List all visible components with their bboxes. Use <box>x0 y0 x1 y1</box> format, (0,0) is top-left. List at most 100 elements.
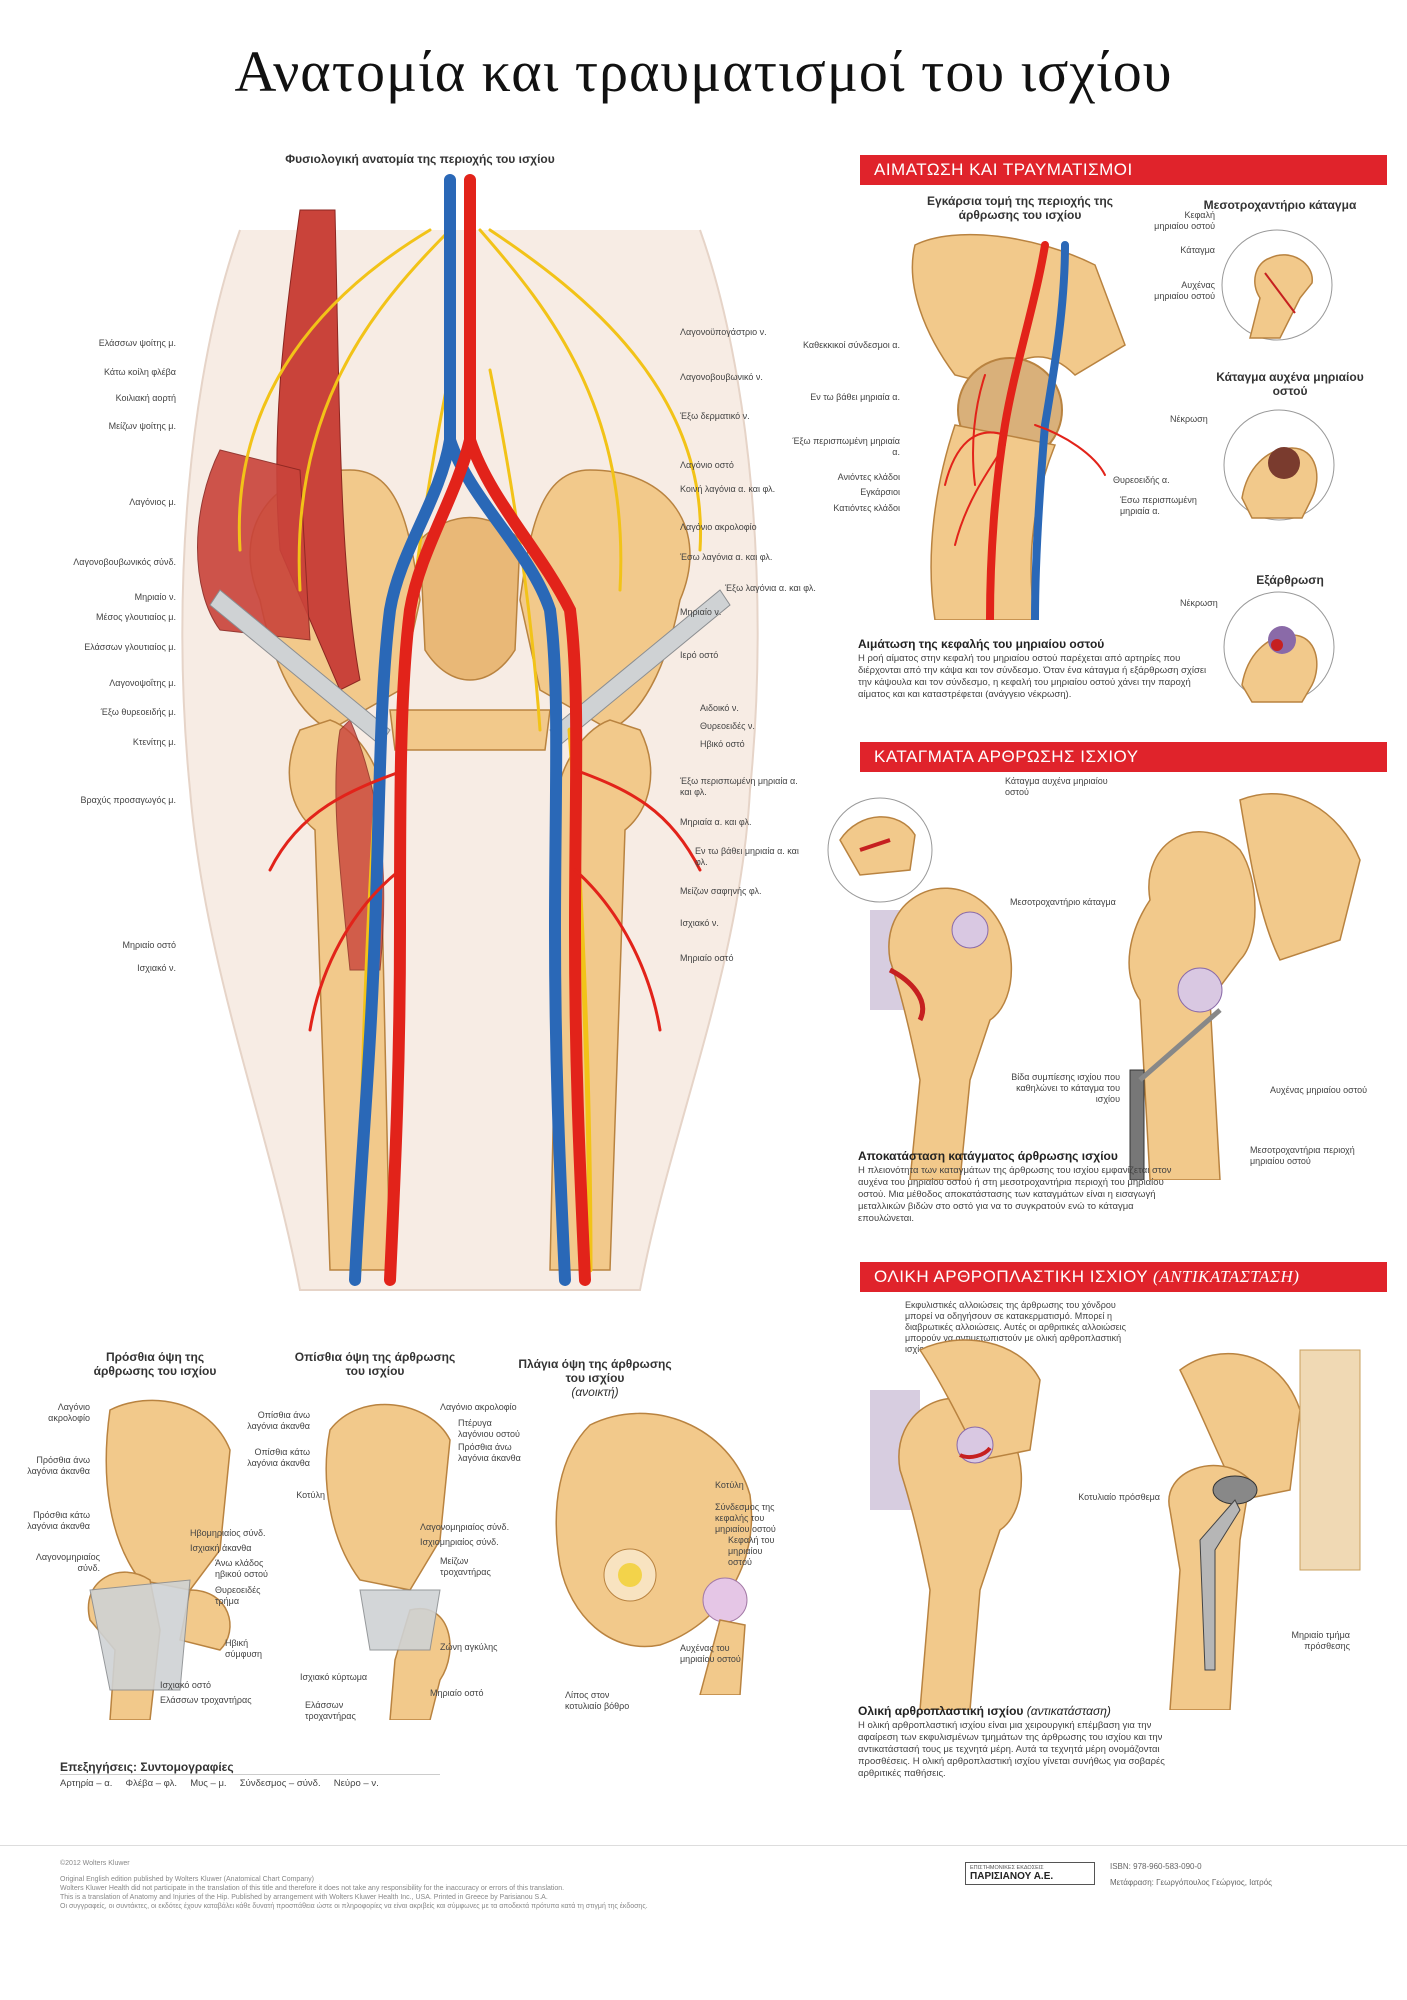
arthroplasty-illustration <box>870 1339 1361 1710</box>
side-label-1: Κοτύλη <box>715 1480 744 1490</box>
fracture-paragraph-title: Αποκατάσταση κατάγματος άρθρωσης ισχίου <box>858 1149 1118 1163</box>
footer-divider <box>0 1845 1407 1846</box>
cross-label-left-5: Εγκάρσιοι <box>860 487 900 497</box>
abbrev-text: Αρτηρία – α. Φλέβα – φλ. Μυς – μ. Σύνδεσ… <box>60 1778 379 1789</box>
main-label-left-4: Μείζων ψοίτης μ. <box>108 421 176 431</box>
main-label-left-10: Λαγονοψοΐτης μ. <box>109 678 176 688</box>
blood-paragraph-title: Αιμάτωση της κεφαλής του μηριαίου οστού <box>858 637 1105 651</box>
publisher-name: ΠΑΡΙΣΙΑΝΟΥ Α.Ε. <box>970 1871 1054 1882</box>
main-label-right-14: Έξω περισπωμένη μηριαία α. και φλ. <box>680 776 798 797</box>
translator: Μετάφραση: Γεωργόπουλος Γεώργιος, Ιατρός <box>1110 1878 1272 1887</box>
front-label-8: Θυρεοειδές τρήμα <box>215 1585 261 1606</box>
main-label-right-5: Κοινή λαγόνια α. και φλ. <box>680 484 776 494</box>
fracture-illustration <box>827 793 1361 1180</box>
cross-label-left-2: Εν τω βάθει μηριαία α. <box>810 392 900 402</box>
front-label-1: Λαγόνιο ακρολοφίο <box>48 1402 90 1423</box>
inset3-illustration <box>1223 591 1335 703</box>
cross-section-caption: Εγκάρσια τομή της περιοχής της άρθρωσης … <box>927 194 1113 222</box>
arthroplasty-label-2: Μηριαίο τμήμα πρόσθεσης <box>1291 1630 1350 1651</box>
cross-section-illustration <box>911 233 1126 620</box>
main-label-left-5: Λαγόνιος μ. <box>129 497 176 507</box>
abbrev-title: Επεξηγήσεις: Συντομογραφίες <box>60 1760 440 1775</box>
footer-credit: ©2012 Wolters Kluwer <box>60 1860 130 1867</box>
back-label-10: Ζώνη αγκύλης <box>440 1642 498 1652</box>
main-label-left-9: Ελάσσων γλουτιαίος μ. <box>84 642 176 652</box>
arthroplasty-paragraph-title-italic: (αντικατάσταση) <box>1026 1704 1111 1718</box>
fracture-label-2: Μεσοτροχαντήριο κάταγμα <box>1010 897 1116 907</box>
back-label-5: Πρόσθια άνω λαγόνια άκανθα <box>458 1442 521 1463</box>
fracture-label-1: Κάταγμα αυχένα μηριαίου οστού <box>1005 776 1108 797</box>
back-label-13: Μηριαίο οστό <box>430 1688 484 1698</box>
side-label-5: Λίπος στον κοτυλιαίο βόθρο <box>565 1690 630 1711</box>
inset2-illustration <box>1223 409 1335 521</box>
banner-arthroplasty-italic: (ΑΝΤΙΚΑΤΑΣΤΑΣΗ) <box>1153 1267 1300 1286</box>
inset2-title: Κάταγμα αυχένα μηριαίου οστού <box>1216 370 1364 398</box>
side-view-title: Πλάγια όψη της άρθρωσης του ισχίου (ανοι… <box>510 1357 680 1399</box>
inset1-label-1: Κεφαλή μηριαίου οστού <box>1154 210 1215 231</box>
main-label-right-11: Αιδοικό ν. <box>700 703 739 713</box>
section-banner-fracture: ΚΑΤΑΓΜΑΤΑ ΑΡΘΡΩΣΗΣ ΙΣΧΙΟΥ <box>860 742 1387 772</box>
cross-label-right-2: Έσω περισπωμένη μηριαία α. <box>1120 495 1197 516</box>
side-label-4: Αυχένας του μηριαίου οστού <box>680 1643 741 1664</box>
inset1-title: Μεσοτροχαντήριο κάταγμα <box>1203 198 1357 212</box>
fracture-label-3: Βίδα συμπίεσης ισχίου που καθηλώνει το κ… <box>1011 1072 1120 1104</box>
main-label-right-10: Ιερό οστό <box>680 650 719 660</box>
main-label-left-7: Μηριαίο ν. <box>134 592 176 602</box>
publisher-logo: ΕΠΙΣΤΗΜΟΝΙΚΕΣ ΕΚΔΟΣΕΙΣ ΠΑΡΙΣΙΑΝΟΥ Α.Ε. <box>965 1862 1095 1885</box>
main-label-right-7: Έσω λαγόνια α. και φλ. <box>680 552 773 562</box>
main-figure-caption: Φυσιολογική ανατομία της περιοχής του ισ… <box>285 152 555 166</box>
main-label-right-19: Μηριαίο οστό <box>680 953 734 963</box>
front-view-title: Πρόσθια όψη της άρθρωσης του ισχίου <box>93 1350 217 1378</box>
back-label-12: Ελάσσων τροχαντήρας <box>305 1700 356 1721</box>
front-label-2: Πρόσθια άνω λαγόνια άκανθα <box>27 1455 90 1476</box>
front-label-5: Ηβομηριαίος σύνδ. <box>190 1528 266 1538</box>
page-title: Ανατομία και τραυματισμοί του ισχίου <box>234 39 1173 104</box>
cross-label-left-4: Ανιόντες κλάδοι <box>837 472 900 482</box>
main-anatomy-illustration <box>181 174 759 1291</box>
footer-line-2: Wolters Kluwer Health did not participat… <box>60 1885 565 1892</box>
back-view-illustration <box>325 1403 451 1720</box>
arthroplasty-paragraph-title-main: Ολική αρθροπλαστική ισχίου <box>858 1704 1024 1718</box>
main-label-right-8: Έξω λαγόνια α. και φλ. <box>725 583 816 593</box>
main-label-right-12: Θυρεοειδές ν. <box>700 721 755 731</box>
main-label-left-1: Ελάσσων ψοίτης μ. <box>98 338 176 348</box>
isbn: ISBN: 978-960-583-090-0 <box>1110 1862 1202 1871</box>
footer-line-3: This is a translation of Anatomy and Inj… <box>60 1894 548 1901</box>
back-label-7: Λαγονομηριαίος σύνδ. <box>420 1522 510 1532</box>
cross-label-left-1: Καθεκκικοί σύνδεσμοι α. <box>803 340 900 350</box>
front-label-10: Ισχιακό οστό <box>160 1680 211 1690</box>
main-label-right-13: Ηβικό οστό <box>700 739 745 749</box>
blood-paragraph: Αιμάτωση της κεφαλής του μηριαίου οστού … <box>858 638 1218 701</box>
main-label-right-15: Μηριαία α. και φλ. <box>680 817 752 827</box>
front-label-7: Άνω κλάδος ηβικού οστού <box>215 1558 268 1579</box>
arthroplasty-paragraph-title: Ολική αρθροπλαστική ισχίου (αντικατάστασ… <box>858 1705 1188 1717</box>
inset3-label: Νέκρωση <box>1180 598 1218 608</box>
main-label-right-3: Έξω δερματικό ν. <box>680 411 750 421</box>
cross-label-left-3: Έξω περισπωμένη μηριαία α. <box>792 436 900 457</box>
front-label-11: Ελάσσων τροχαντήρας <box>160 1695 252 1705</box>
side-view-title-italic: (ανοικτή) <box>571 1385 619 1399</box>
main-label-right-16: Εν τω βάθει μηριαία α. και φλ. <box>695 846 799 867</box>
cross-label-left-6: Κατιόντες κλάδοι <box>833 503 900 513</box>
main-label-right-17: Μείζων σαφηνής φλ. <box>680 886 762 896</box>
front-view-illustration <box>87 1399 231 1720</box>
back-label-11: Ισχιακό κύρτωμα <box>300 1672 368 1682</box>
cross-label-right-1: Θυρεοειδής α. <box>1113 475 1170 485</box>
main-label-right-1: Λαγονοϋπογάστριο ν. <box>680 327 767 337</box>
back-label-1: Λαγόνιο ακρολοφίο <box>440 1402 517 1412</box>
inset2-label: Νέκρωση <box>1170 414 1208 424</box>
fracture-paragraph: Αποκατάσταση κατάγματος άρθρωσης ισχίου … <box>858 1150 1188 1225</box>
arthroplasty-paragraph-text: Η ολική αρθροπλαστική ισχίου είναι μια χ… <box>858 1720 1165 1779</box>
side-label-2: Σύνδεσμος της κεφαλής του μηριαίου οστού <box>715 1502 776 1534</box>
inset3-title: Εξάρθρωση <box>1256 573 1324 587</box>
front-label-9: Ηβική σύμφυση <box>225 1638 262 1659</box>
back-view-title: Οπίσθια όψη της άρθρωσης του ισχίου <box>294 1350 456 1378</box>
main-label-right-2: Λαγονοβουβωνικό ν. <box>680 372 763 382</box>
main-label-right-6: Λαγόνιο ακρολοφίο <box>680 522 757 532</box>
fracture-label-4: Αυχένας μηριαίου οστού <box>1270 1085 1368 1095</box>
main-label-left-11: Έξω θυρεοειδής μ. <box>100 707 176 717</box>
side-label-3: Κεφαλή του μηριαίου οστού <box>728 1535 775 1567</box>
back-label-8: Ισχιομηριαίος σύνδ. <box>420 1537 499 1547</box>
main-label-left-6: Λαγονοβουβωνικός σύνδ. <box>73 557 176 567</box>
arthroplasty-paragraph: Ολική αρθροπλαστική ισχίου (αντικατάστασ… <box>858 1705 1188 1780</box>
